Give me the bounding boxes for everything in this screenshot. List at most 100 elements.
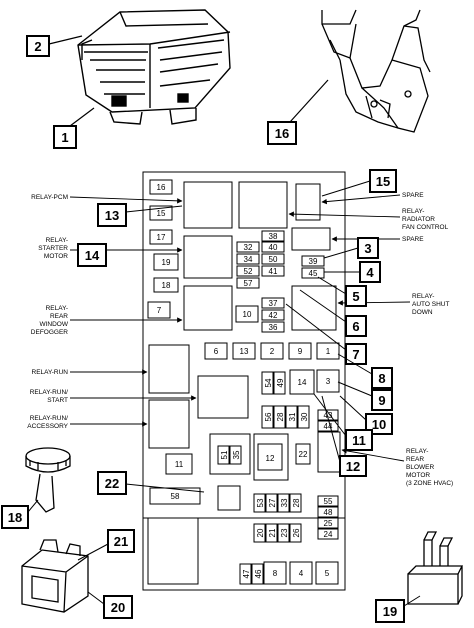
svg-text:1: 1 <box>61 130 68 145</box>
fuse-51: 51 <box>217 445 230 465</box>
fuse-36: 36 <box>261 321 285 333</box>
svg-text:10: 10 <box>372 417 386 432</box>
fuse-52: 52 <box>236 265 260 277</box>
svg-text:RELAY-: RELAY- <box>406 448 428 455</box>
svg-text:5: 5 <box>325 569 330 578</box>
svg-text:12: 12 <box>266 454 275 463</box>
callout-15: 15 <box>321 169 397 197</box>
relay-run-start-box <box>197 375 249 419</box>
svg-text:MOTOR: MOTOR <box>44 253 68 260</box>
svg-text:27: 27 <box>268 498 277 507</box>
svg-text:39: 39 <box>309 257 318 266</box>
svg-text:START: START <box>47 397 68 404</box>
svg-text:15: 15 <box>157 209 166 218</box>
svg-text:6: 6 <box>352 319 359 334</box>
label-spare-top: SPARE <box>321 192 424 205</box>
mounting-bracket-illustration <box>321 9 431 133</box>
fuse-41: 41 <box>261 265 285 277</box>
svg-text:ACCESSORY: ACCESSORY <box>27 423 68 430</box>
svg-text:35: 35 <box>232 450 241 459</box>
fuse-15: 15 <box>149 205 173 221</box>
fuse-14: 14 <box>289 369 315 395</box>
fuse-43: 43 <box>317 409 339 421</box>
fuse-42: 42 <box>261 309 285 321</box>
svg-text:33: 33 <box>280 498 289 507</box>
svg-text:3: 3 <box>326 377 331 386</box>
svg-text:31: 31 <box>288 412 297 421</box>
svg-text:56: 56 <box>264 412 273 421</box>
fuse-2: 2 <box>260 342 284 360</box>
fuse-10: 10 <box>235 305 259 323</box>
svg-text:23: 23 <box>280 528 289 537</box>
svg-text:32: 32 <box>244 243 253 252</box>
fuse-24: 24 <box>317 528 339 540</box>
svg-text:53: 53 <box>256 498 265 507</box>
svg-text:6: 6 <box>214 347 219 356</box>
svg-text:MOTOR: MOTOR <box>406 472 430 479</box>
callout-3: 3 <box>323 237 379 259</box>
svg-text:34: 34 <box>244 255 253 264</box>
right-labels: SPARE RELAY- RADIATOR FAN CONTROL SPARE … <box>288 192 453 487</box>
svg-text:49: 49 <box>276 378 285 387</box>
svg-text:2: 2 <box>270 347 275 356</box>
relay-radiator-fan-box <box>238 181 288 229</box>
svg-text:57: 57 <box>244 279 253 288</box>
svg-text:50: 50 <box>269 255 278 264</box>
svg-text:FAN CONTROL: FAN CONTROL <box>402 224 449 231</box>
svg-text:45: 45 <box>309 269 318 278</box>
callout-1: 1 <box>53 107 95 149</box>
fuse-25: 25 <box>317 517 339 529</box>
svg-text:11: 11 <box>352 433 366 448</box>
svg-text:2: 2 <box>34 39 41 54</box>
fuse-11: 11 <box>165 453 193 475</box>
fuse-57: 57 <box>236 277 260 289</box>
svg-text:12: 12 <box>346 459 360 474</box>
svg-text:RELAY-PCM: RELAY-PCM <box>31 194 68 201</box>
callout-7: 7 <box>285 303 367 365</box>
callouts: 15 13 14 3 4 5 6 <box>77 169 397 495</box>
callout-11: 11 <box>313 393 373 451</box>
label-relay-run: RELAY-RUN <box>32 369 148 376</box>
fuse-8: 8 <box>263 561 287 585</box>
svg-text:AUTO SHUT: AUTO SHUT <box>412 301 449 308</box>
fuse-30: 30 <box>297 405 310 429</box>
label-relay-run-start: RELAY-RUN/ START <box>30 389 197 404</box>
callout-19: 19 <box>375 595 421 623</box>
fuse-22: 22 <box>295 443 311 465</box>
fuse-55: 55 <box>317 495 339 507</box>
fuse-12: 12 <box>257 443 283 471</box>
svg-text:17: 17 <box>157 233 166 242</box>
svg-text:7: 7 <box>157 306 162 315</box>
fuse-9: 9 <box>288 342 312 360</box>
blade-fuse-illustration <box>407 531 464 605</box>
svg-text:4: 4 <box>366 265 374 280</box>
svg-text:20: 20 <box>256 528 265 537</box>
svg-text:RELAY-: RELAY- <box>412 293 434 300</box>
relay-run-box <box>148 344 190 394</box>
svg-text:16: 16 <box>157 183 166 192</box>
svg-text:14: 14 <box>85 248 100 263</box>
svg-text:RELAY-: RELAY- <box>46 237 68 244</box>
fuse-26: 26 <box>289 523 302 543</box>
svg-text:18: 18 <box>8 510 22 525</box>
relay-starter-motor-box <box>183 235 233 279</box>
relay-rear-defogger-box <box>183 285 233 331</box>
svg-text:19: 19 <box>383 604 397 619</box>
relay-run-accessory-box <box>148 399 190 449</box>
svg-text:47: 47 <box>242 569 251 578</box>
fuse-58: 58 <box>149 487 201 505</box>
svg-text:25: 25 <box>324 519 333 528</box>
fuse-1: 1 <box>316 342 340 360</box>
svg-text:SPARE: SPARE <box>402 192 424 199</box>
fuse-32: 32 <box>236 241 260 253</box>
svg-text:24: 24 <box>324 530 333 539</box>
label-relay-rear-window-defogger: RELAY- REAR WINDOW DEFOGGER <box>31 305 183 336</box>
fuse-23: 23 <box>277 523 290 543</box>
fuse-39: 39 <box>301 255 325 267</box>
svg-text:30: 30 <box>300 412 309 421</box>
relays <box>147 181 341 585</box>
svg-text:9: 9 <box>298 347 303 356</box>
svg-text:11: 11 <box>175 460 184 469</box>
svg-text:STARTER: STARTER <box>38 245 68 252</box>
